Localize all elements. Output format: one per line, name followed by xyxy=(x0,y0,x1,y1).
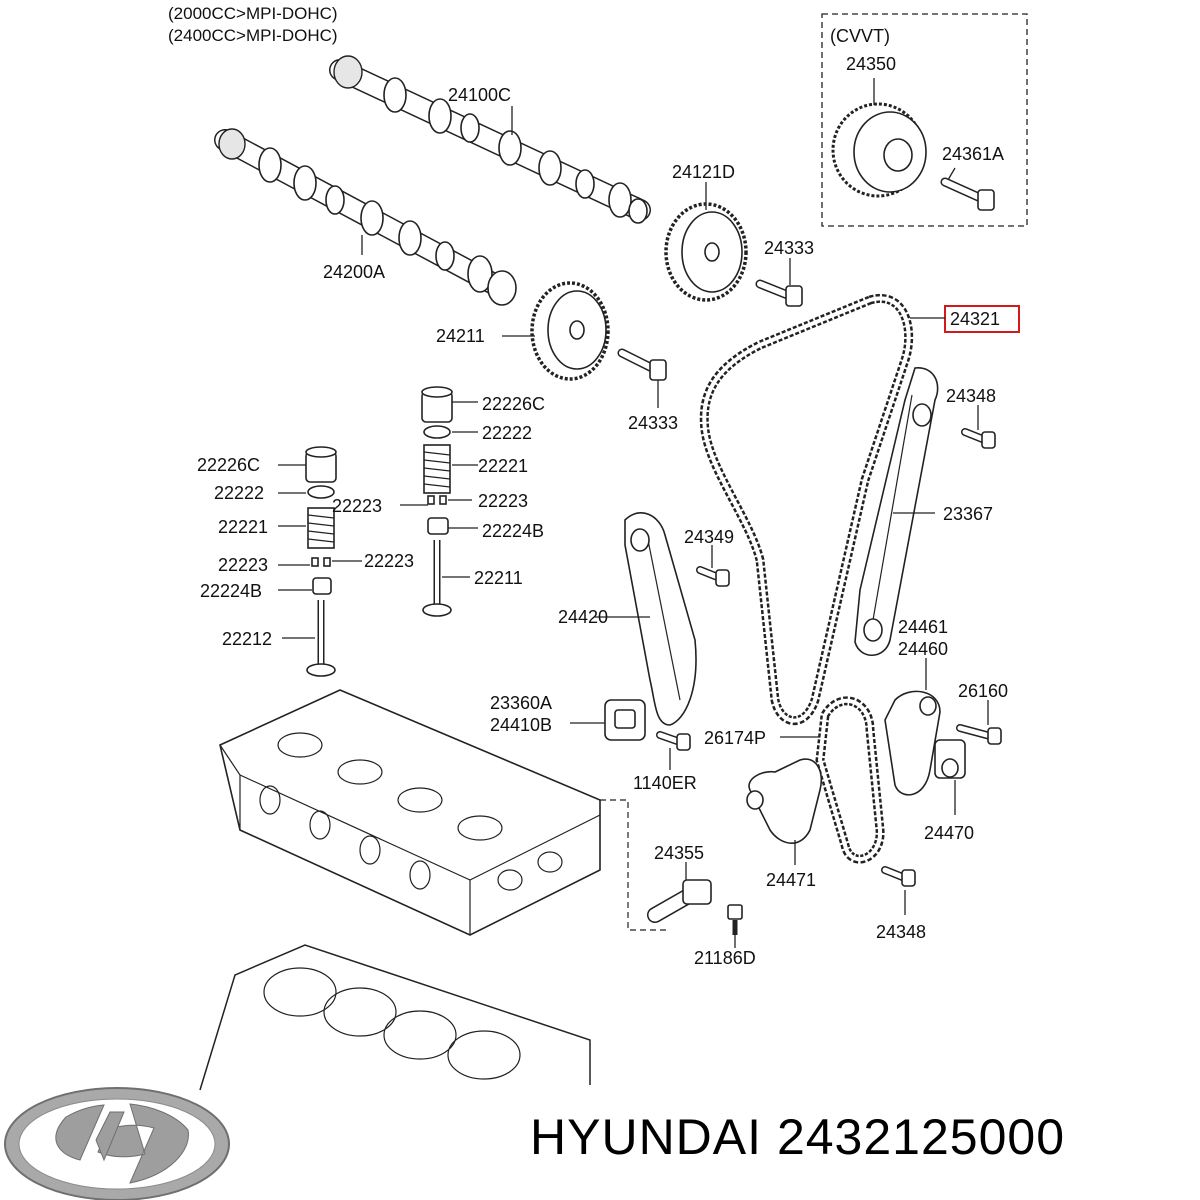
callout-24355: 24355 xyxy=(654,843,704,863)
chain-tensioner-23360a xyxy=(604,699,646,741)
callout-24200a: 24200A xyxy=(323,262,385,282)
chain-guide-23367 xyxy=(854,367,939,656)
tensioner-bolt-1140er xyxy=(656,731,691,751)
cam-sprocket-24121d xyxy=(664,202,748,302)
callout-22224b-right: 22224B xyxy=(482,521,544,541)
cam-sprocket-24211 xyxy=(530,281,610,381)
callout-26160: 26160 xyxy=(958,681,1008,701)
callout-24361a: 24361A xyxy=(942,144,1004,164)
callout-22226c-left: 22226C xyxy=(197,455,260,475)
sprocket-bolt-upper xyxy=(755,279,803,307)
valve-assembly-left xyxy=(305,446,337,677)
callout-22221-left: 22221 xyxy=(218,517,268,537)
callout-26174p: 26174P xyxy=(704,728,766,748)
valve-assembly-right xyxy=(421,386,453,617)
callout-22224b-left: 22224B xyxy=(200,581,262,601)
head-gasket xyxy=(199,944,591,1091)
hyundai-logo-icon xyxy=(4,1087,230,1200)
callout-24100c: 24100C xyxy=(448,85,511,105)
callout-22212: 22212 xyxy=(222,629,272,649)
callout-22222-left: 22222 xyxy=(214,483,264,503)
callout-1140er: 1140ER xyxy=(633,773,697,793)
engine-variant-2400cc: (2400CC>MPI-DOHC) xyxy=(168,26,338,45)
callout-22221-right: 22221 xyxy=(478,456,528,476)
cylinder-head xyxy=(219,689,601,936)
callout-24349: 24349 xyxy=(684,527,734,547)
cvvt-bolt xyxy=(940,177,995,211)
ocv-bolt-21186d xyxy=(727,904,743,935)
timing-chain-upper xyxy=(699,293,914,726)
cvvt-box xyxy=(821,13,1028,227)
callout-24410b: 24410B xyxy=(490,715,552,735)
cvvt-title: (CVVT) xyxy=(830,26,890,46)
callout-24350: 24350 xyxy=(846,54,896,74)
brand-part-number-caption: HYUNDAI 2432125000 xyxy=(530,1108,1190,1166)
callout-24348-upper: 24348 xyxy=(946,386,996,406)
tensioner-bracket-24471 xyxy=(746,758,822,844)
tensioner-arm-24420 xyxy=(624,511,697,726)
callout-22222-right: 22222 xyxy=(482,423,532,443)
lower-tensioner-24470 xyxy=(934,739,966,779)
callout-22211: 22211 xyxy=(474,568,523,588)
cvvt-gear xyxy=(831,78,956,198)
callout-24461: 24461 xyxy=(898,617,948,637)
callout-24321: 24321 xyxy=(950,309,1000,329)
callout-22223-mid-left: 22223 xyxy=(332,496,382,516)
callout-22226c-right: 22226C xyxy=(482,394,545,414)
callout-24471: 24471 xyxy=(766,870,816,890)
camshaft-exhaust xyxy=(214,128,517,306)
callout-24348-lower: 24348 xyxy=(876,922,926,942)
callout-24333-upper: 24333 xyxy=(764,238,814,258)
guide-bolt-upper xyxy=(961,428,996,449)
callout-24121d: 24121D xyxy=(672,162,735,182)
highlight-box-24321 xyxy=(944,305,1020,333)
sprocket-bolt-lower xyxy=(617,348,667,381)
bracket-bolt-24348 xyxy=(881,866,916,887)
callout-23360a: 23360A xyxy=(490,693,552,713)
guide-bolt-26160 xyxy=(956,724,1002,745)
callout-24333-lower: 24333 xyxy=(628,413,678,433)
callout-22223-lower-mid: 22223 xyxy=(364,551,414,571)
arm-bolt-24349 xyxy=(696,566,730,587)
callout-24460: 24460 xyxy=(898,639,948,659)
callout-24211: 24211 xyxy=(436,326,485,346)
ocv-leader-line xyxy=(600,799,668,931)
callout-22223-right: 22223 xyxy=(478,491,528,511)
engine-variant-2000cc: (2000CC>MPI-DOHC) xyxy=(168,4,338,23)
camshaft-intake xyxy=(329,55,651,224)
part-number: 2432125000 xyxy=(776,1109,1066,1165)
brand-name: HYUNDAI xyxy=(530,1109,763,1165)
callout-23367: 23367 xyxy=(943,504,993,524)
oil-control-valve-24355 xyxy=(647,879,712,923)
callout-24470: 24470 xyxy=(924,823,974,843)
callout-22223-left: 22223 xyxy=(218,555,268,575)
lower-chain-guide-24460 xyxy=(884,690,941,796)
callout-21186d: 21186D xyxy=(694,948,756,968)
callout-24420: 24420 xyxy=(558,607,608,627)
oil-pump-chain-26174p xyxy=(815,696,885,864)
